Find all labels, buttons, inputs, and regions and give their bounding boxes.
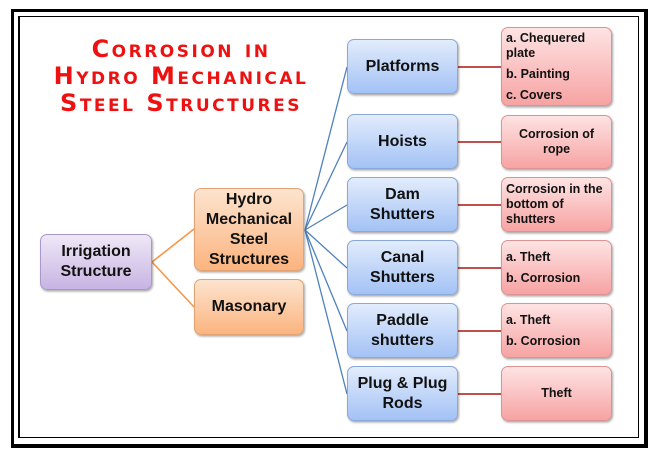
node-label-line: Plug & Plug — [357, 374, 448, 392]
title-line-1: Corrosion in — [91, 35, 271, 63]
issues-hoists: Corrosion of rope — [501, 115, 612, 169]
issues-paddle-shutters: a. Theft b. Corrosion — [501, 303, 612, 358]
connector-root-to-masonary — [151, 261, 195, 308]
issues-dam-shutters: Corrosion in the bottom of shutters — [501, 177, 612, 232]
node-hoists: Hoists — [347, 114, 458, 169]
issue-item: Theft — [541, 386, 572, 400]
issue-item: Corrosion in the bottom of shutters — [506, 182, 603, 226]
node-label-line: Paddle — [376, 311, 429, 329]
node-plug-and-plug-rods: Plug & Plug Rods — [347, 366, 458, 421]
node-label-line: Mechanical — [205, 210, 293, 228]
issue-item: a. Chequered plate — [506, 30, 586, 60]
issue-item: a. Theft — [506, 312, 551, 327]
node-label-line: Rods — [382, 394, 423, 412]
node-dam-shutters: Dam Shutters — [347, 177, 458, 232]
node-label-line: Structures — [208, 250, 289, 268]
title-line-2: Hydro Mechanical — [53, 62, 309, 90]
node-hydro-mechanical-steel-structures: Hydro Mechanical Steel Structures — [194, 188, 304, 271]
node-platforms: Platforms — [347, 39, 458, 94]
node-label-line: Shutters — [370, 268, 435, 286]
connector-hmss-to-hoists — [304, 141, 348, 231]
issues-canal-shutters: a. Theft b. Corrosion — [501, 240, 612, 295]
node-label-line: Dam — [385, 185, 420, 203]
diagram-title: Corrosion in Hydro Mechanical Steel Stru… — [22, 36, 340, 117]
node-label-line: Irrigation — [61, 243, 131, 260]
issues-plug-rods: Theft — [501, 366, 612, 421]
node-label-line: Structure — [60, 263, 132, 280]
issue-item: a. Theft — [506, 249, 551, 264]
issue-item: b. Corrosion — [506, 333, 581, 348]
issue-item: b. Painting — [506, 66, 570, 81]
node-label-line: Hydro — [225, 190, 273, 208]
node-label-line: Canal — [380, 248, 425, 266]
node-canal-shutters: Canal Shutters — [347, 240, 458, 295]
node-irrigation-structure: Irrigation Structure — [40, 234, 152, 290]
issue-item: c. Covers — [506, 87, 563, 102]
node-label-line: Shutters — [370, 205, 435, 223]
issue-item: Corrosion of rope — [519, 127, 594, 156]
connector-hmss-to-platforms — [304, 66, 348, 231]
node-label-line: shutters — [370, 331, 435, 349]
connector-hmss-to-plug-rods — [304, 229, 348, 395]
title-line-3: Steel Structures — [60, 89, 302, 117]
connector-root-to-hmss — [151, 228, 195, 263]
issue-item: b. Corrosion — [506, 270, 581, 285]
node-label-line: Hoists — [378, 132, 427, 150]
outer-frame-border — [11, 9, 648, 448]
connector-hmss-to-paddle-shutters — [304, 229, 348, 332]
node-label-line: Steel — [229, 230, 269, 248]
connector-hmss-to-dam-shutters — [304, 204, 348, 231]
issues-platforms: a. Chequered plate b. Painting c. Covers — [501, 27, 612, 106]
node-label-line: Platforms — [365, 57, 440, 75]
node-label-line: Masonary — [211, 298, 287, 315]
connector-hmss-to-canal-shutters — [304, 229, 348, 269]
inner-frame-border — [18, 16, 639, 438]
node-masonary: Masonary — [194, 279, 304, 335]
node-paddle-shutters: Paddle shutters — [347, 303, 458, 358]
